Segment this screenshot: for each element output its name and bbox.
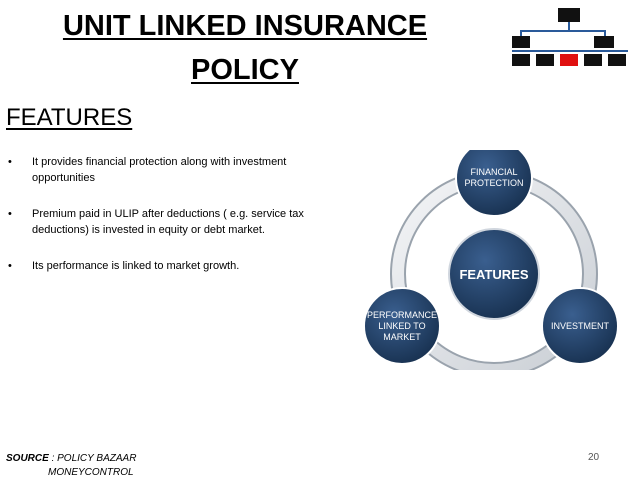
center-label: FEATURES: [459, 266, 529, 282]
page-number: 20: [588, 452, 600, 463]
org-node-right: [594, 36, 614, 48]
org-line: [520, 30, 522, 36]
org-node-left: [512, 36, 530, 48]
source-line-1: : POLICY BAZAAR: [51, 453, 137, 464]
source-label: SOURCE: [6, 453, 49, 464]
right-label: INVESTMENT: [550, 320, 609, 331]
top-label: FINANCIAL PROTECTION: [464, 167, 524, 188]
org-node-leaf-highlighted: [560, 54, 578, 66]
bullet-item: Premium paid in ULIP after deductions ( …: [8, 206, 328, 238]
org-line: [520, 30, 606, 32]
org-line: [568, 22, 570, 30]
bullet-item: It provides financial protection along w…: [8, 154, 328, 186]
org-chart-thumbnail: [508, 8, 630, 68]
right-circle: [541, 287, 619, 365]
org-line: [604, 30, 606, 36]
feature-bullet-list: It provides financial protection along w…: [8, 154, 328, 294]
org-node-leaf: [608, 54, 626, 66]
left-label: PERFORMANCE LINKED TO MARKET: [367, 309, 438, 342]
features-cycle-diagram: FEATURES FINANCIAL PROTECTION INVESTMENT…: [360, 139, 630, 378]
org-node-leaf: [536, 54, 554, 66]
org-node-leaf: [512, 54, 530, 66]
org-node-root: [558, 8, 580, 22]
slide-title: UNIT LINKED INSURANCE POLICY: [40, 4, 450, 92]
bullet-text: Its performance is linked to market grow…: [32, 260, 240, 272]
org-line: [512, 50, 628, 52]
center-circle: [448, 228, 540, 320]
source-note: SOURCE : POLICY BAZAAR MONEYCONTROL: [6, 452, 136, 480]
bullet-text: It provides financial protection along w…: [32, 156, 287, 184]
left-circle: [363, 287, 441, 365]
source-line-2: MONEYCONTROL: [48, 467, 134, 478]
bullet-text: Premium paid in ULIP after deductions ( …: [32, 208, 304, 236]
features-heading: FEATURES: [6, 104, 133, 131]
cycle-graphic: [363, 139, 619, 378]
bullet-item: Its performance is linked to market grow…: [8, 258, 328, 274]
title-line-2: POLICY: [191, 54, 299, 86]
org-node-leaf: [584, 54, 602, 66]
title-line-1: UNIT LINKED INSURANCE: [62, 10, 428, 42]
